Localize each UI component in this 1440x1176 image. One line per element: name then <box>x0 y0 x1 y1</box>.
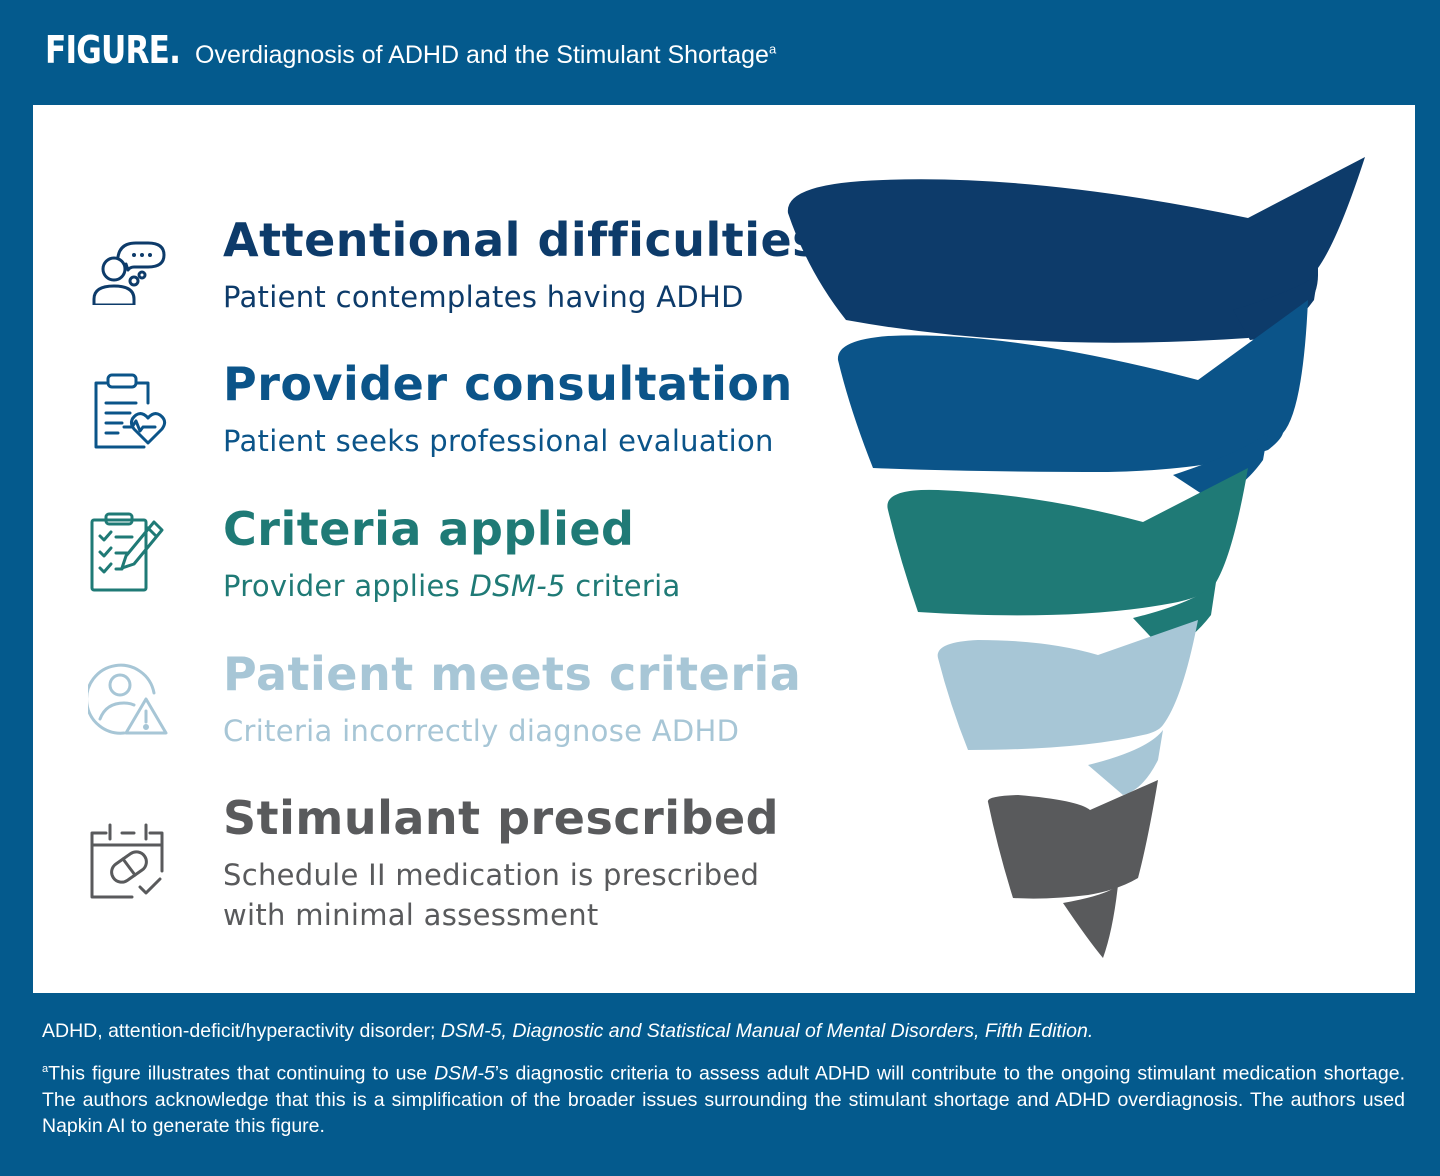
figure-header: FIGURE. Overdiagnosis of ADHD and the St… <box>45 28 776 84</box>
footnote-marker: a <box>42 1063 49 1075</box>
funnel-ribbon-4-tail <box>1088 730 1163 795</box>
step-title: Provider consultation <box>223 357 793 411</box>
footnote-text-post: ’s diagnostic criteria to assess adult A… <box>42 1062 1405 1137</box>
step-title: Criteria applied <box>223 502 635 556</box>
step-subtitle-line1: Schedule II medication is prescribed <box>223 858 760 892</box>
step-subtitle: Patient contemplates having ADHD <box>223 280 744 314</box>
step-subtitle: Provider applies DSM-5 criteria <box>223 566 681 606</box>
step-subtitle-pre: Provider applies <box>223 569 470 603</box>
step-subtitle-post: criteria <box>565 569 681 603</box>
funnel-ribbon-3-tail <box>1133 582 1216 650</box>
step-subtitle: Schedule II medication is prescribed wit… <box>223 855 759 935</box>
figure-footnote: aThis figure illustrates that continuing… <box>42 1056 1405 1139</box>
step-subtitle-line2: with minimal assessment <box>223 898 599 932</box>
funnel-ribbon-1-tail <box>1233 274 1318 340</box>
thinking-person-icon <box>92 241 166 305</box>
abbreviation-note-dsm: DSM-5, Diagnostic and Statistical Manual… <box>440 1020 1094 1042</box>
figure-label: FIGURE. <box>45 28 181 72</box>
step-subtitle: Patient seeks professional evaluation <box>223 424 774 458</box>
step-subtitle: Criteria incorrectly diagnose ADHD <box>223 714 740 748</box>
funnel-graphic <box>787 157 1365 958</box>
checklist-pencil-icon <box>90 512 164 592</box>
funnel-ribbon-4 <box>937 620 1198 750</box>
step-title: Stimulant prescribed <box>223 791 780 845</box>
calendar-pill-icon <box>90 823 164 899</box>
funnel-ribbon-2-tail <box>1173 432 1268 498</box>
figure-footnotes: ADHD, attention-deficit/hyperactivity di… <box>42 1018 1405 1139</box>
abbreviation-note-text: ADHD, attention-deficit/hyperactivity di… <box>42 1020 441 1042</box>
figure-title-footnote-marker: a <box>768 41 777 57</box>
clipboard-heart-icon <box>94 373 167 449</box>
abbreviation-note: ADHD, attention-deficit/hyperactivity di… <box>42 1018 1405 1044</box>
figure-panel: Attentional difficulties Patient contemp… <box>33 105 1415 993</box>
person-warning-icon <box>88 663 168 735</box>
footnote-text-pre: This figure illustrates that continuing … <box>48 1062 435 1085</box>
funnel-ribbon-2 <box>837 300 1308 472</box>
step-title: Attentional difficulties <box>223 213 821 267</box>
funnel-ribbon-3 <box>887 468 1248 616</box>
figure-title: Overdiagnosis of ADHD and the Stimulant … <box>195 41 776 70</box>
figure-title-text: Overdiagnosis of ADHD and the Stimulant … <box>195 41 769 69</box>
step-subtitle-dsm: DSM-5 <box>469 569 566 603</box>
step-title: Patient meets criteria <box>223 647 802 701</box>
funnel-ribbon-5 <box>987 780 1158 899</box>
funnel-ribbon-1 <box>787 157 1365 343</box>
footnote-text-dsm: DSM-5 <box>434 1062 495 1085</box>
funnel-ribbon-5-tail <box>1063 885 1118 958</box>
